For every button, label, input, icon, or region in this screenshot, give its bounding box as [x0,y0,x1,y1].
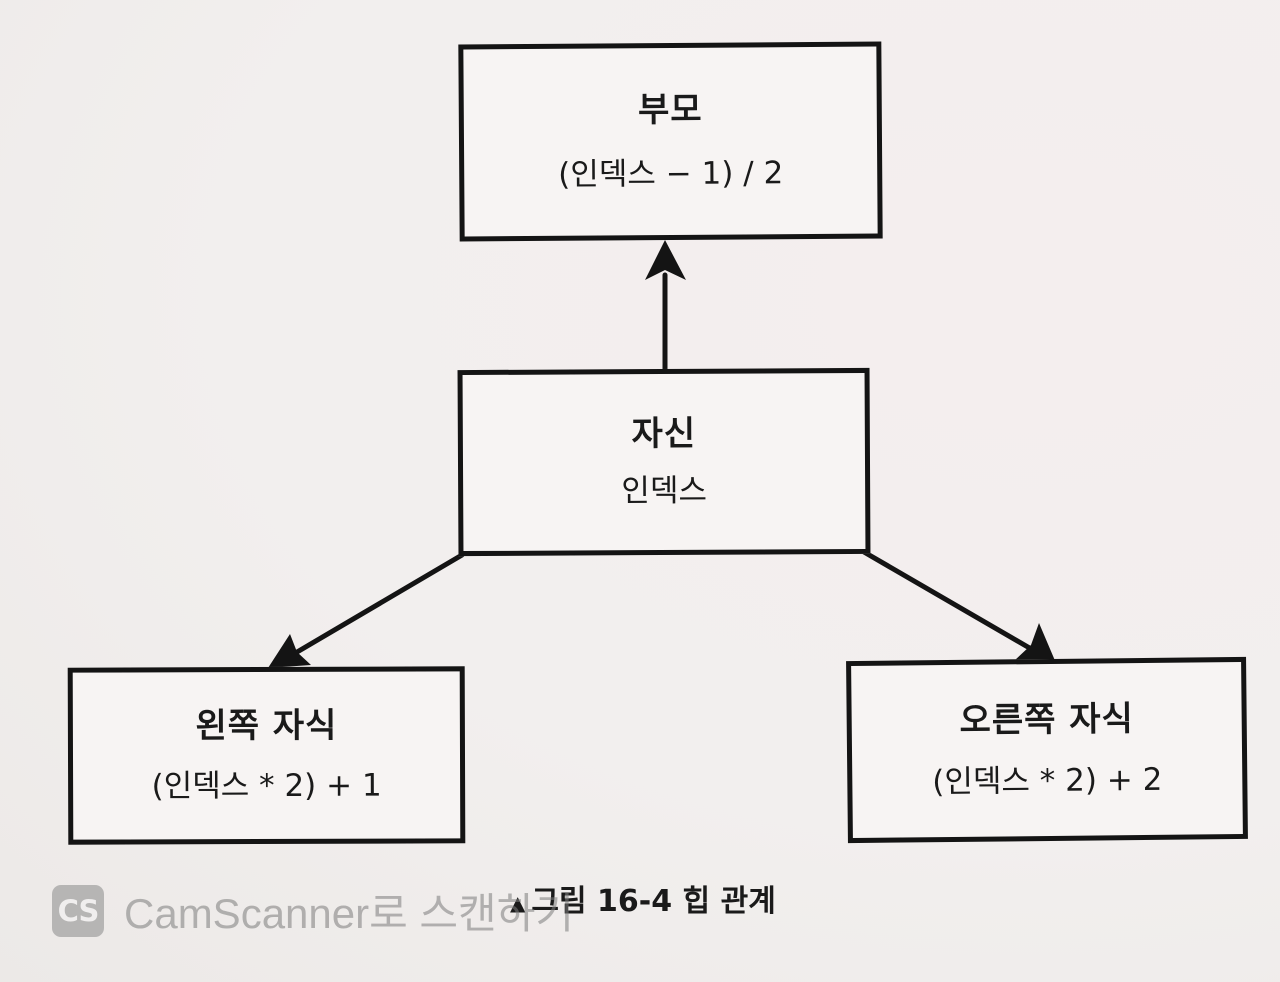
node-parent-formula: (인덱스 − 1) / 2 [558,155,784,194]
camscanner-logo-icon: CS [52,884,104,937]
node-left-child-title: 왼쪽 자식 [195,705,338,746]
node-right-child: 오른쪽 자식 (인덱스 * 2) + 2 [846,656,1248,844]
node-left-child-formula: (인덱스 * 2) + 1 [151,767,382,805]
watermark-text: CamScanner로 스캔하기 [124,890,574,937]
node-right-child-formula: (인덱스 * 2) + 2 [932,761,1163,800]
node-left-child: 왼쪽 자식 (인덱스 * 2) + 1 [67,666,466,845]
edge-self-to-left-child [289,552,465,658]
caption-text: 그림 16-4 힙 관계 [531,884,776,919]
camscanner-watermark: CS CamScanner로 스캔하기 [52,880,574,941]
node-self: 자신 인덱스 [457,367,871,557]
arrowhead-parent [645,240,686,280]
node-self-formula: 인덱스 [621,472,708,510]
caption-marker-icon: ▲ [510,890,526,915]
node-self-title: 자신 [631,413,697,455]
node-parent-title: 부모 [637,89,703,130]
arrowhead-left-child [268,634,311,668]
edge-self-to-right-child [861,549,1036,653]
node-parent: 부모 (인덱스 − 1) / 2 [458,41,883,242]
node-right-child-title: 오른쪽 자식 [959,699,1135,741]
arrowhead-right-child [1015,623,1056,663]
figure-caption: ▲그림 16-4 힙 관계 [510,876,776,920]
